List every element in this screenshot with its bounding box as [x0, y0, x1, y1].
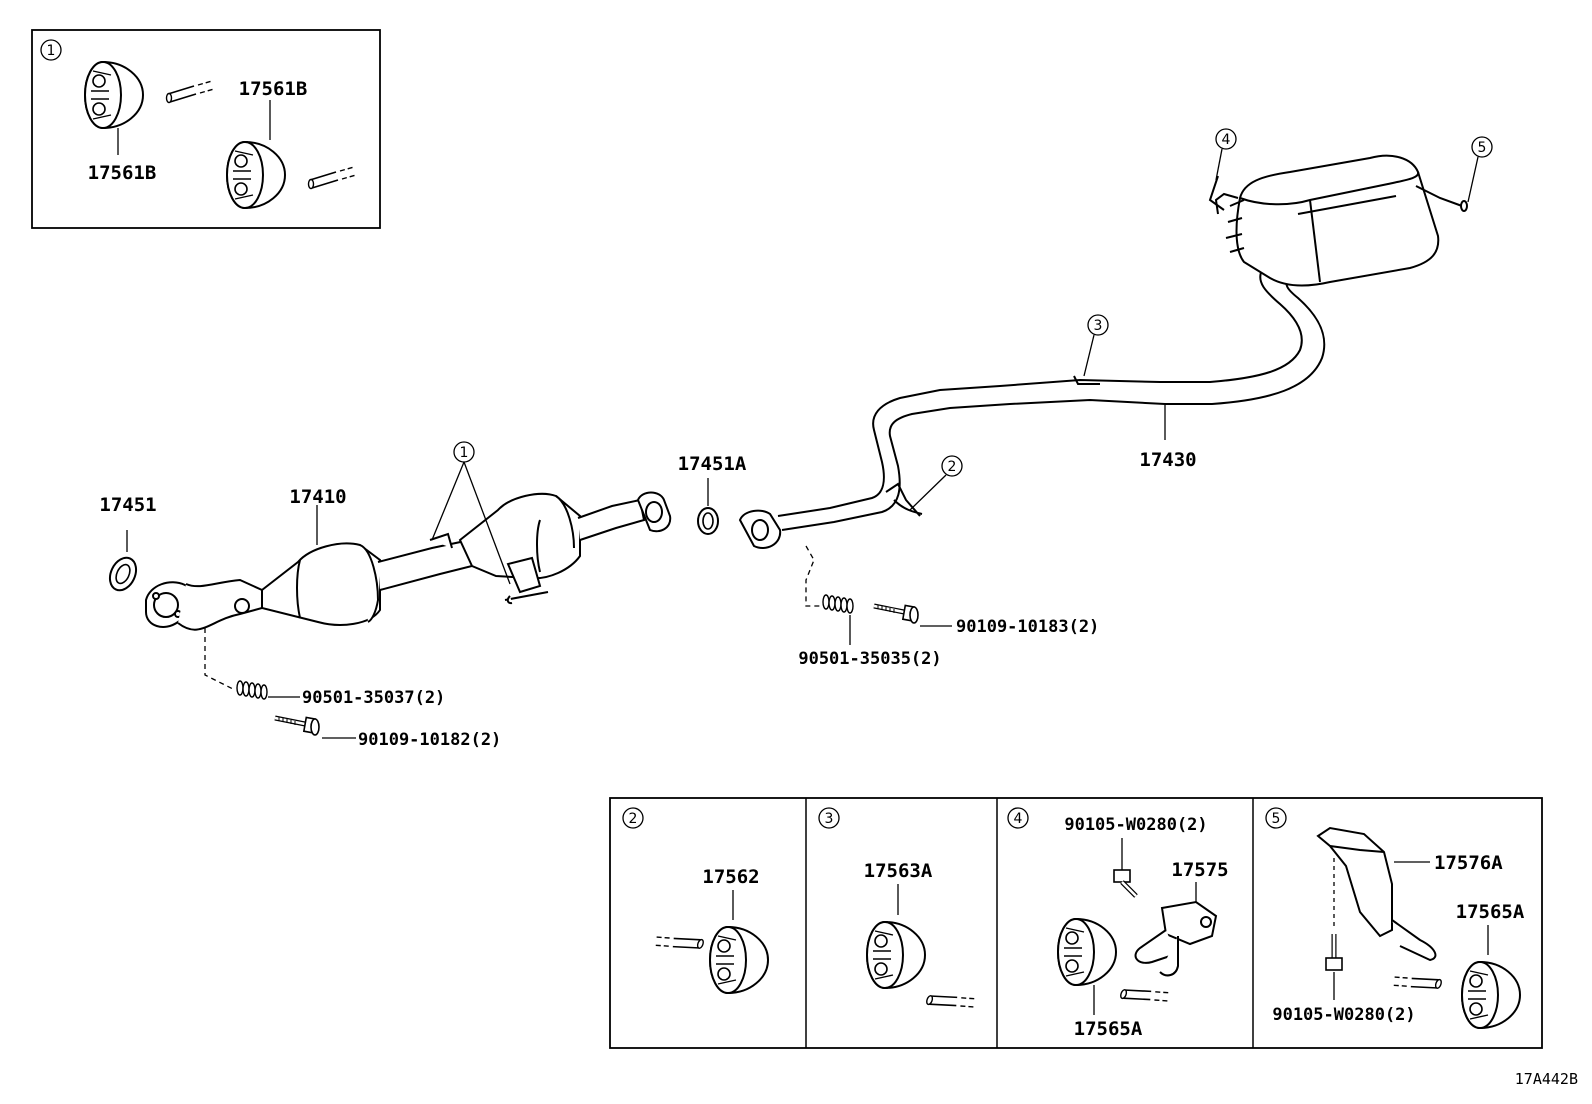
label-17565A-inset5: 17565A: [1456, 901, 1525, 923]
inset-1-panel: 1 17561B 17561B: [31, 29, 381, 229]
label-17561B-top: 17561B: [239, 78, 308, 100]
label-90105-W0280-inset5: 90105-W0280(2): [1272, 1005, 1415, 1025]
pin-17563A: [924, 982, 979, 1021]
label-90501-35035: 90501-35035(2): [798, 649, 941, 669]
callout-3: 3: [1094, 318, 1103, 334]
bolt-90105-W0280-inset5: [1325, 934, 1343, 971]
spring-90501-35037: [236, 680, 268, 700]
label-90109-10183: 90109-10183(2): [956, 617, 1099, 637]
label-90501-35037: 90501-35037(2): [302, 688, 445, 708]
inset-3-panel: 3 17563A: [818, 807, 979, 1021]
bracket-17576A: [1316, 826, 1437, 962]
hanger-17562: [709, 926, 769, 994]
inset-panels-bottom: [609, 797, 1543, 1049]
bolt-90109-10182: [275, 717, 319, 735]
pin-inset5: [1389, 963, 1444, 1002]
callout-1: 1: [460, 445, 469, 461]
reference-code: 17A442B: [1515, 1070, 1578, 1088]
pin-17562: [651, 923, 706, 962]
callout-5: 5: [1478, 140, 1487, 156]
bolt-90109-10183: [874, 605, 918, 623]
label-17561B-bottom: 17561B: [88, 162, 157, 184]
label-17563A: 17563A: [864, 860, 933, 882]
hanger-17561B-upper: [84, 61, 144, 129]
front-pipe-17410: [145, 491, 672, 631]
inset-2-panel: 2 17562: [622, 807, 769, 994]
pin-lower: [307, 166, 357, 190]
inset-4-panel: 4 90105-W0280(2) 17575 17565A: [1007, 807, 1229, 1040]
callout-2: 2: [948, 459, 957, 475]
label-17451A: 17451A: [678, 453, 747, 475]
inset-1-marker: 1: [47, 43, 56, 59]
pin-inset4: [1118, 976, 1173, 1015]
spring-90501-35035: [822, 594, 854, 614]
label-17451: 17451: [99, 494, 156, 516]
pin-upper: [165, 80, 215, 104]
label-17410: 17410: [289, 486, 346, 508]
tail-pipe-17430: [738, 154, 1468, 549]
label-90105-W0280-inset4: 90105-W0280(2): [1064, 815, 1207, 835]
hanger-17565A-inset4: [1057, 918, 1117, 986]
gasket-17451: [108, 556, 138, 592]
label-17430: 17430: [1139, 449, 1196, 471]
callout-4: 4: [1222, 132, 1231, 148]
label-17565A-inset4: 17565A: [1074, 1018, 1143, 1040]
inset-3-marker: 3: [825, 811, 834, 827]
hanger-17565A-inset5: [1461, 961, 1521, 1029]
label-17575: 17575: [1171, 859, 1228, 881]
bracket-17575: [1134, 900, 1218, 977]
inset-4-marker: 4: [1014, 811, 1023, 827]
gasket-17451A: [697, 507, 719, 535]
hanger-17561B-lower: [226, 141, 286, 209]
label-17576A: 17576A: [1434, 852, 1503, 874]
bolt-90105-W0280-inset4: [1113, 869, 1138, 898]
inset-5-marker: 5: [1272, 811, 1281, 827]
label-90109-10182: 90109-10182(2): [358, 730, 501, 750]
inset-2-marker: 2: [629, 811, 638, 827]
label-17562: 17562: [702, 866, 759, 888]
hanger-17563A: [866, 921, 926, 989]
inset-5-panel: 5 17576A 90105-W0280(2) 17565A: [1265, 807, 1525, 1029]
